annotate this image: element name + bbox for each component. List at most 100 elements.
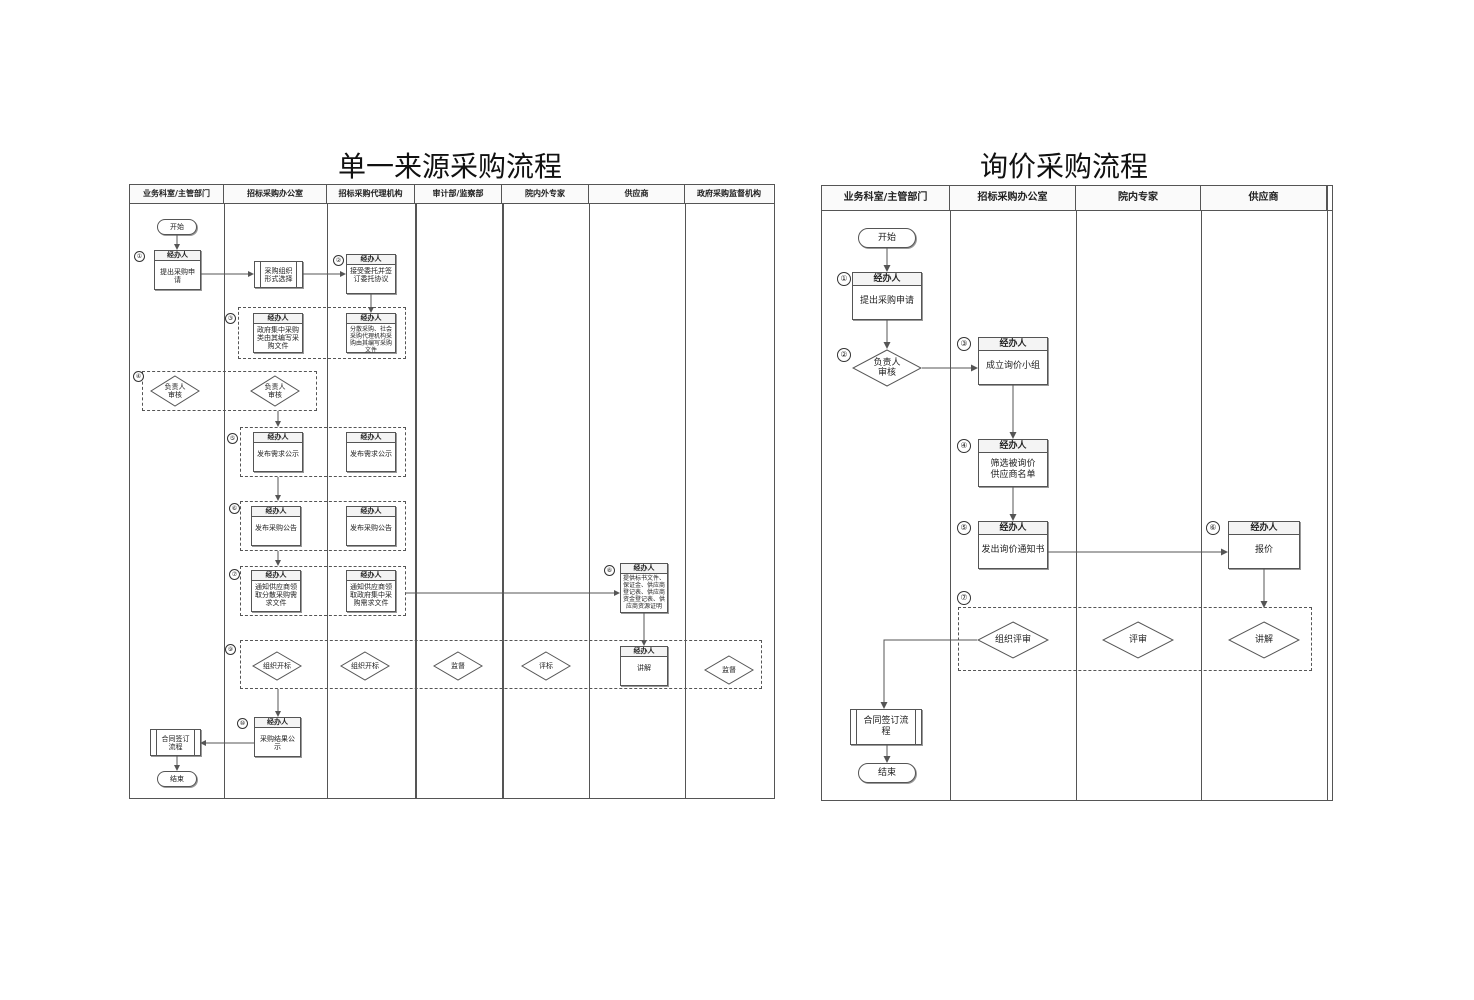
handler-label: 经办人 [347,433,395,443]
right-lane-header-3: 供应商 [1201,186,1327,210]
diamond-shape [521,651,571,681]
demand-box-1[interactable]: 经办人 发布需求公示 [253,432,303,472]
right-lane-header-0: 业务科室/主管部门 [822,186,950,210]
right-start-terminator[interactable]: 开始 [858,228,916,248]
inform-box-2[interactable]: 经办人 通知供应商领取政府集中采购需求文件 [346,570,396,612]
right-review-diamond[interactable]: 负责人审核 [852,349,922,387]
right-apply-label: 提出采购申请 [859,296,914,306]
right-group-7 [958,607,1312,671]
demand-label-2: 发布需求公示 [350,450,392,458]
handler-label: 经办人 [252,507,300,517]
left-header-divider [130,203,774,204]
right-review-label: 负责人审核 [873,358,901,378]
right-end-terminator[interactable]: 结束 [858,763,916,783]
result-label: 采购结果公示 [260,735,295,751]
send-box[interactable]: 经办人 发出询价通知书 [978,521,1048,569]
handler-label: 经办人 [621,647,667,657]
accept-label: 接受委托并签订委托协议 [350,267,392,283]
handler-label: 经办人 [1229,522,1299,535]
left-group-3 [238,307,406,359]
screen-box[interactable]: 经办人 筛选被询价供应商名单 [978,439,1048,487]
result-box[interactable]: 经办人 采购结果公示 [254,717,301,757]
open-diamond-1[interactable]: 组织开标 [252,651,302,681]
evaluate-label: 评标 [539,662,553,670]
review-diamond-2[interactable]: 负责人审核 [250,375,300,407]
notice-label-2: 发布采购公告 [350,524,392,532]
left-lane-header-2: 招标采购代理机构 [327,185,415,203]
open-diamond-2[interactable]: 组织开标 [340,651,390,681]
diamond-shape [704,655,754,685]
handler-label: 经办人 [252,571,300,581]
step-number-3: ③ [225,313,236,324]
agency-doc-box[interactable]: 经办人 分散采购、社会采购代理机构采购由其编写采购文件 [346,313,396,354]
apply-box[interactable]: 经办人 提出采购申请 [154,250,201,290]
diamond-shape [250,375,300,407]
contract-process[interactable]: 合同签订流程 [150,729,201,756]
gov-doc-box[interactable]: 经办人 政府集中采购类由其编写采购文件 [253,313,303,353]
handler-label: 经办人 [621,564,667,574]
send-label: 发出询价通知书 [981,545,1045,555]
right-step-number-1: ① [837,272,851,286]
demand-box-2[interactable]: 经办人 发布需求公示 [346,432,396,472]
review-diamond-1[interactable]: 负责人审核 [150,375,200,407]
handler-label: 经办人 [347,255,395,265]
audit-diamond[interactable]: 监督 [433,651,483,681]
right-diagram-title: 询价采购流程 [980,150,1149,183]
right-contract-process[interactable]: 合同签订流程 [850,709,922,745]
demand-label-1: 发布需求公示 [257,450,299,458]
left-group-9 [240,640,762,689]
step-number-4: ④ [133,371,144,382]
handler-label: 经办人 [155,251,200,261]
notice-box-1[interactable]: 经办人 发布采购公告 [251,506,301,546]
left-lane-header-1: 招标采购办公室 [224,185,327,203]
step-number-7: ⑦ [229,569,240,580]
diamond-shape [1102,621,1174,659]
right-step-number-2: ② [837,348,851,362]
accept-box[interactable]: 经办人 接受委托并签订委托协议 [346,254,396,294]
right-header-divider [822,210,1332,211]
explain-box[interactable]: 经办人 讲解 [620,646,668,686]
left-lane-header-0: 业务科室/主管部门 [130,185,224,203]
expert-review-diamond[interactable]: 评审 [1102,621,1174,659]
org-review-diamond[interactable]: 组织评审 [977,621,1049,659]
inform-label-2: 通知供应商领取政府集中采购需求文件 [350,583,392,607]
handler-label: 经办人 [347,314,395,324]
left-lane-header-3: 审计部/监察部 [415,185,502,203]
step-number-9: ⑨ [225,644,236,655]
org-select-process[interactable]: 采购组织形式选择 [254,261,303,288]
team-box[interactable]: 经办人 成立询价小组 [978,337,1048,385]
quote-box[interactable]: 经办人 报价 [1228,521,1300,569]
right-explain-label: 讲解 [1254,635,1273,645]
step-number-1: ① [134,251,145,262]
right-step-number-4: ④ [957,439,971,453]
step-number-8: ⑧ [604,565,615,576]
agency-doc-label: 分散采购、社会采购代理机构采购由其编写采购文件 [349,326,392,354]
right-contract-label: 合同签订流程 [863,716,909,737]
handler-label: 经办人 [979,338,1047,351]
notice-label-1: 发布采购公告 [255,524,297,532]
open-label-2: 组织开标 [351,662,379,670]
right-lane-header-1: 招标采购办公室 [950,186,1076,210]
right-apply-box[interactable]: 经办人 提出采购申请 [852,272,922,320]
team-label: 成立询价小组 [985,361,1040,371]
right-step-number-3: ③ [957,337,971,351]
handler-label: 经办人 [347,507,395,517]
left-lane-sep [224,203,225,798]
notice-box-2[interactable]: 经办人 发布采购公告 [346,506,396,546]
supervise-diamond[interactable]: 监督 [704,655,754,685]
evaluate-diamond[interactable]: 评标 [521,651,571,681]
org-select-label: 采购组织形式选择 [264,266,293,283]
handler-label: 经办人 [255,718,300,728]
supervise-label: 监督 [722,666,736,674]
end-terminator[interactable]: 结束 [157,771,197,787]
diamond-shape [340,651,390,681]
right-lane-sep [1327,186,1328,800]
left-lane-sep [415,203,417,798]
right-lane-sep [1076,210,1077,800]
supplier-docs-box[interactable]: 经办人 提供标书文件、保证金、供应商登记表、供应商资金登记表、供应商资源证明 [620,563,668,613]
inform-box-1[interactable]: 经办人 通知供应商领取分散采购需求文件 [251,570,301,612]
handler-label: 经办人 [254,433,302,443]
review-label-1: 负责人审核 [164,383,186,399]
start-terminator[interactable]: 开始 [157,219,197,235]
right-explain-diamond[interactable]: 讲解 [1228,621,1300,659]
